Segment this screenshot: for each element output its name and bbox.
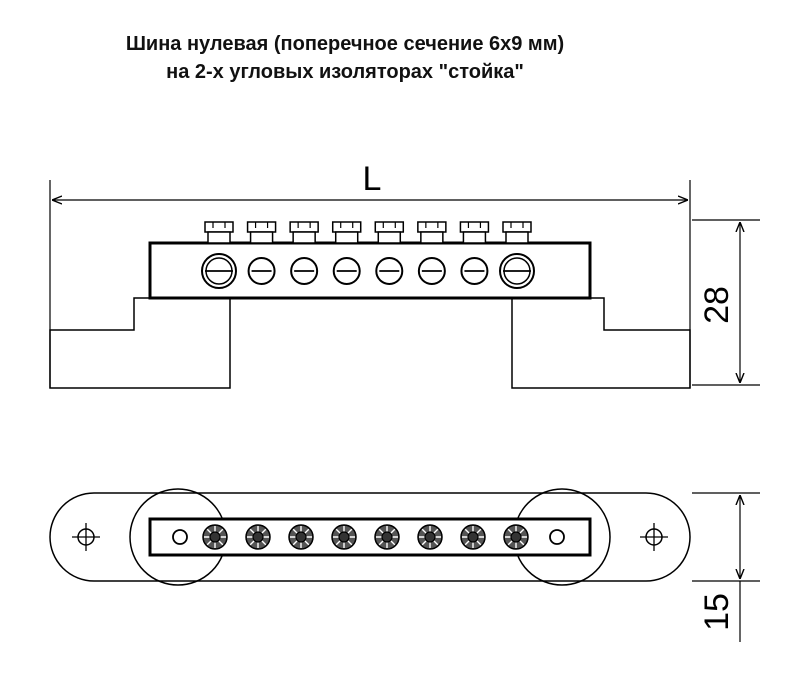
screw-head-7 bbox=[459, 221, 490, 233]
insulator-base-outline bbox=[49, 492, 691, 582]
right-mounting-hole bbox=[640, 523, 668, 551]
terminal-8 bbox=[499, 221, 535, 289]
title-line-1: Шина нулевая (поперечное сечение 6х9 мм) bbox=[125, 33, 565, 55]
terminal-hole-5 bbox=[375, 257, 404, 285]
top-screw-4 bbox=[331, 524, 357, 550]
terminal-7 bbox=[459, 221, 490, 285]
title-line-2: на 2-х угловых изоляторах "стойка" bbox=[166, 61, 524, 83]
top-screw-center-8 bbox=[510, 531, 522, 543]
terminal-4 bbox=[331, 221, 362, 285]
terminal-6 bbox=[417, 221, 447, 285]
height-label: 28 bbox=[698, 286, 736, 324]
screw-body-1 bbox=[207, 231, 231, 244]
screw-body-4 bbox=[334, 231, 359, 244]
top-screw-8 bbox=[503, 524, 529, 550]
top-screw-3 bbox=[288, 524, 314, 550]
top-screws bbox=[202, 524, 529, 550]
screw-head-3 bbox=[289, 221, 319, 233]
drawing-title: Шина нулевая (поперечное сечение 6х9 мм)… bbox=[0, 30, 690, 86]
top-screw-center-3 bbox=[295, 531, 307, 543]
screw-body-3 bbox=[292, 231, 316, 244]
top-screw-5 bbox=[374, 524, 400, 550]
top-screw-2 bbox=[245, 524, 271, 550]
terminal-hole-3 bbox=[290, 257, 319, 285]
terminal-hole-1 bbox=[201, 253, 237, 289]
terminal-hole-6 bbox=[417, 257, 446, 285]
screw-head-2 bbox=[246, 221, 277, 233]
screw-body-6 bbox=[420, 231, 444, 244]
top-view bbox=[49, 488, 760, 642]
terminal-2 bbox=[246, 221, 277, 285]
terminal-hole-2 bbox=[247, 257, 276, 285]
screw-body-7 bbox=[462, 231, 487, 244]
bar-end-hole-left bbox=[172, 529, 188, 545]
screw-head-5 bbox=[374, 221, 405, 233]
left-insulator bbox=[49, 297, 231, 389]
top-screw-center-7 bbox=[467, 531, 479, 543]
top-screw-center-1 bbox=[209, 531, 221, 543]
screw-head-6 bbox=[417, 221, 447, 233]
screw-head-4 bbox=[331, 221, 362, 233]
screw-body-5 bbox=[377, 231, 402, 244]
top-screw-center-5 bbox=[381, 531, 393, 543]
top-screw-center-2 bbox=[252, 531, 264, 543]
top-screw-center-6 bbox=[424, 531, 436, 543]
top-screw-7 bbox=[460, 524, 486, 550]
terminal-hole-4 bbox=[332, 257, 361, 285]
top-screw-center-4 bbox=[338, 531, 350, 543]
top-screw-1 bbox=[202, 524, 228, 550]
top-screw-6 bbox=[417, 524, 443, 550]
right-insulator bbox=[511, 297, 691, 389]
length-label: L bbox=[363, 160, 382, 198]
terminal-1 bbox=[201, 221, 237, 289]
screw-body-8 bbox=[505, 231, 529, 244]
width-label: 15 bbox=[698, 593, 736, 631]
left-mounting-hole bbox=[72, 523, 100, 551]
screw-head-1 bbox=[204, 221, 234, 233]
terminal-5 bbox=[374, 221, 405, 285]
screw-body-2 bbox=[249, 231, 274, 244]
bar-end-hole-right bbox=[549, 529, 565, 545]
screw-head-8 bbox=[502, 221, 532, 233]
front-terminals bbox=[201, 221, 535, 289]
terminal-hole-7 bbox=[460, 257, 489, 285]
terminal-3 bbox=[289, 221, 319, 285]
front-view bbox=[49, 180, 760, 389]
terminal-hole-8 bbox=[499, 253, 535, 289]
